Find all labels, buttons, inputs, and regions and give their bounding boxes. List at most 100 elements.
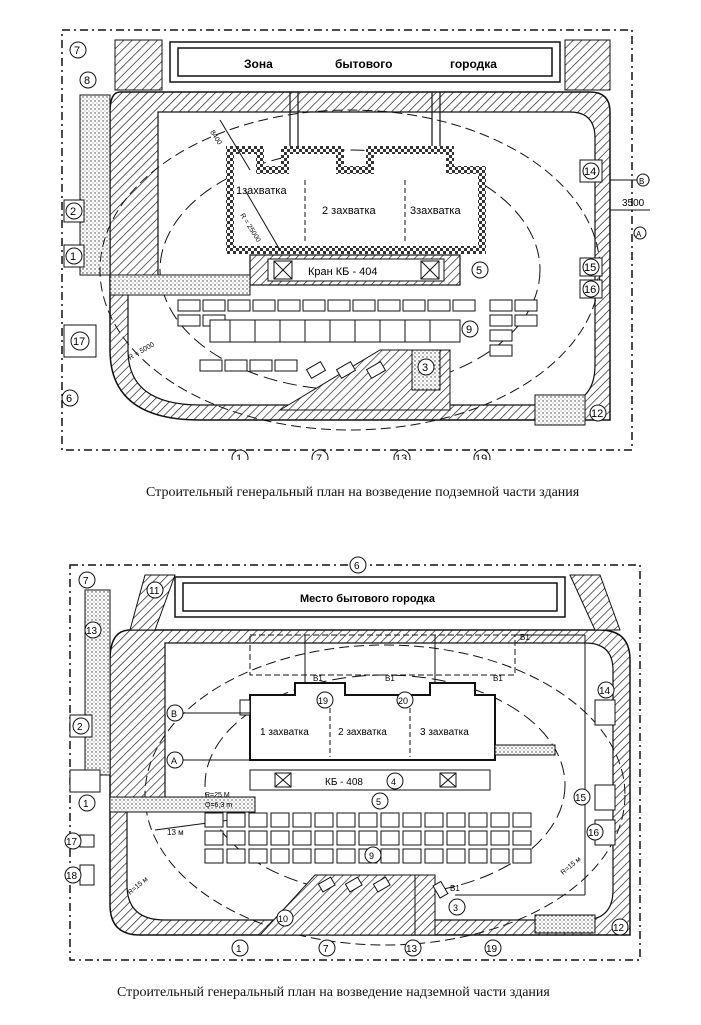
section-3-label: 3захватка	[410, 205, 461, 217]
bottom-axis-markers: 1 7 13 19	[231, 449, 491, 460]
axis-marker-13: 13	[395, 453, 407, 460]
marker-6: 6	[354, 561, 360, 572]
camp-zone-label: Место бытового городка	[300, 593, 436, 605]
axis-b-label: B	[171, 709, 177, 719]
formwork-panels	[209, 319, 461, 343]
axis-marker-7: 7	[316, 453, 322, 460]
axis-b-marker	[636, 173, 650, 187]
marker-3: 3	[422, 362, 428, 374]
crane-danger-zone	[144, 644, 626, 946]
right-connector-road	[494, 744, 556, 756]
equipment-17	[79, 834, 95, 848]
corner-hatch-right	[569, 574, 621, 631]
crane-access-road	[109, 796, 256, 813]
marker-12: 12	[591, 408, 603, 420]
right-storage-pad	[534, 394, 586, 426]
top-plan-caption: Строительный генеральный план на возведе…	[146, 485, 580, 500]
crane-access-road	[109, 274, 251, 296]
building-footprint	[239, 682, 496, 761]
marker-10-circle	[276, 909, 294, 927]
left-storage-strip	[79, 94, 111, 276]
camp-zone-word-1: Зона	[244, 57, 273, 71]
right-storage-pad	[534, 914, 596, 934]
crane-track	[249, 769, 491, 791]
radius-line	[219, 119, 251, 171]
camp-zone-word-2: бытового	[335, 57, 392, 71]
marker-14: 14	[584, 166, 596, 178]
marker-5: 5	[376, 797, 381, 807]
marker-17: 17	[73, 336, 85, 348]
dimension-13m: 13 м	[167, 828, 184, 837]
axis-marker-19: 19	[486, 944, 498, 955]
radius-label-q: Q=6,3 m	[205, 802, 232, 809]
top-site-plan: Зона бытового городка 1захватка 2 захват…	[61, 29, 650, 460]
section-2-label: 2 захватка	[322, 205, 377, 217]
crane-label: Кран КБ - 404	[308, 266, 378, 278]
equipment-18	[79, 864, 95, 886]
marker-2: 2	[70, 206, 76, 218]
axis-a-label: A	[636, 230, 642, 239]
marker-10: 10	[278, 914, 288, 924]
bottom-axis-markers: 1 7 13 19	[231, 939, 502, 957]
utility-label: В1	[385, 674, 395, 683]
marker-5-circle	[371, 792, 389, 810]
marker-11: 11	[149, 586, 160, 597]
storage-blocks	[177, 299, 538, 372]
site-fence	[69, 564, 641, 961]
marker-4-circle	[386, 772, 404, 790]
marker-3: 3	[453, 903, 458, 913]
marker-13: 13	[86, 626, 98, 637]
axis-marker-19: 19	[475, 453, 487, 460]
site-fence	[61, 29, 633, 451]
section-2-label: 2 захватка	[338, 727, 387, 738]
marker-15: 15	[584, 262, 596, 274]
radius-label-25m: R=25 M	[205, 792, 230, 799]
marker-5: 5	[476, 265, 482, 277]
marker-7: 7	[74, 45, 80, 57]
axis-marker-13: 13	[406, 944, 418, 955]
section-3-label: 3 захватка	[420, 727, 469, 738]
marker-20: 20	[398, 696, 408, 706]
building-footprint	[226, 146, 486, 254]
bottom-site-plan: Место бытового городка В1 В1 В1 В1 В1 19…	[64, 556, 641, 961]
marker-8: 8	[84, 75, 90, 87]
marker-9: 9	[369, 851, 374, 861]
crane-track-rail	[267, 258, 445, 282]
trucks	[305, 360, 387, 380]
corner-hatch-left	[114, 39, 163, 91]
bottom-plan-caption: Строительный генеральный план на возведе…	[117, 985, 550, 1000]
axis-marker-7: 7	[323, 944, 329, 955]
markers: 6 7 11 13 2 1 17 18 14 15 16 12	[64, 556, 629, 936]
utility-label: В1	[313, 674, 323, 683]
marker-18: 18	[66, 871, 78, 882]
crane-label: КБ - 408	[325, 777, 363, 788]
utility-label: В1	[450, 884, 460, 893]
section-1-label: 1 захватка	[260, 727, 309, 738]
axis-b-label: B	[639, 177, 644, 186]
marker-7: 7	[83, 576, 89, 587]
camp-zone-word-3: городка	[450, 57, 497, 71]
axis-marker-1: 1	[236, 453, 242, 460]
dim-3500: 3500	[622, 198, 645, 209]
equipment-1	[69, 769, 101, 793]
utility-label: В1	[520, 633, 530, 642]
marker-2: 2	[77, 722, 83, 733]
equipment-15	[594, 784, 616, 811]
marker-12: 12	[613, 923, 625, 934]
markers: 7 8 2 1 17 6 14 15 16 5 9 3 12	[61, 41, 607, 422]
axis-a-marker	[633, 226, 647, 240]
camp-zone-inner	[182, 582, 558, 612]
equipment-14	[594, 699, 616, 726]
marker-17: 17	[66, 837, 78, 848]
radius-line	[244, 189, 281, 251]
corner-hatch-left	[129, 574, 176, 631]
section-1-label: 1захватка	[236, 185, 287, 197]
corner-hatch-right	[564, 39, 611, 91]
marker-1: 1	[70, 251, 76, 263]
marker-6: 6	[66, 393, 72, 405]
axis-a-label: A	[171, 756, 177, 766]
utility-label: В1	[493, 674, 503, 683]
marker-15: 15	[575, 793, 587, 804]
marker-14: 14	[599, 686, 611, 697]
camp-zone-inner	[177, 47, 553, 77]
